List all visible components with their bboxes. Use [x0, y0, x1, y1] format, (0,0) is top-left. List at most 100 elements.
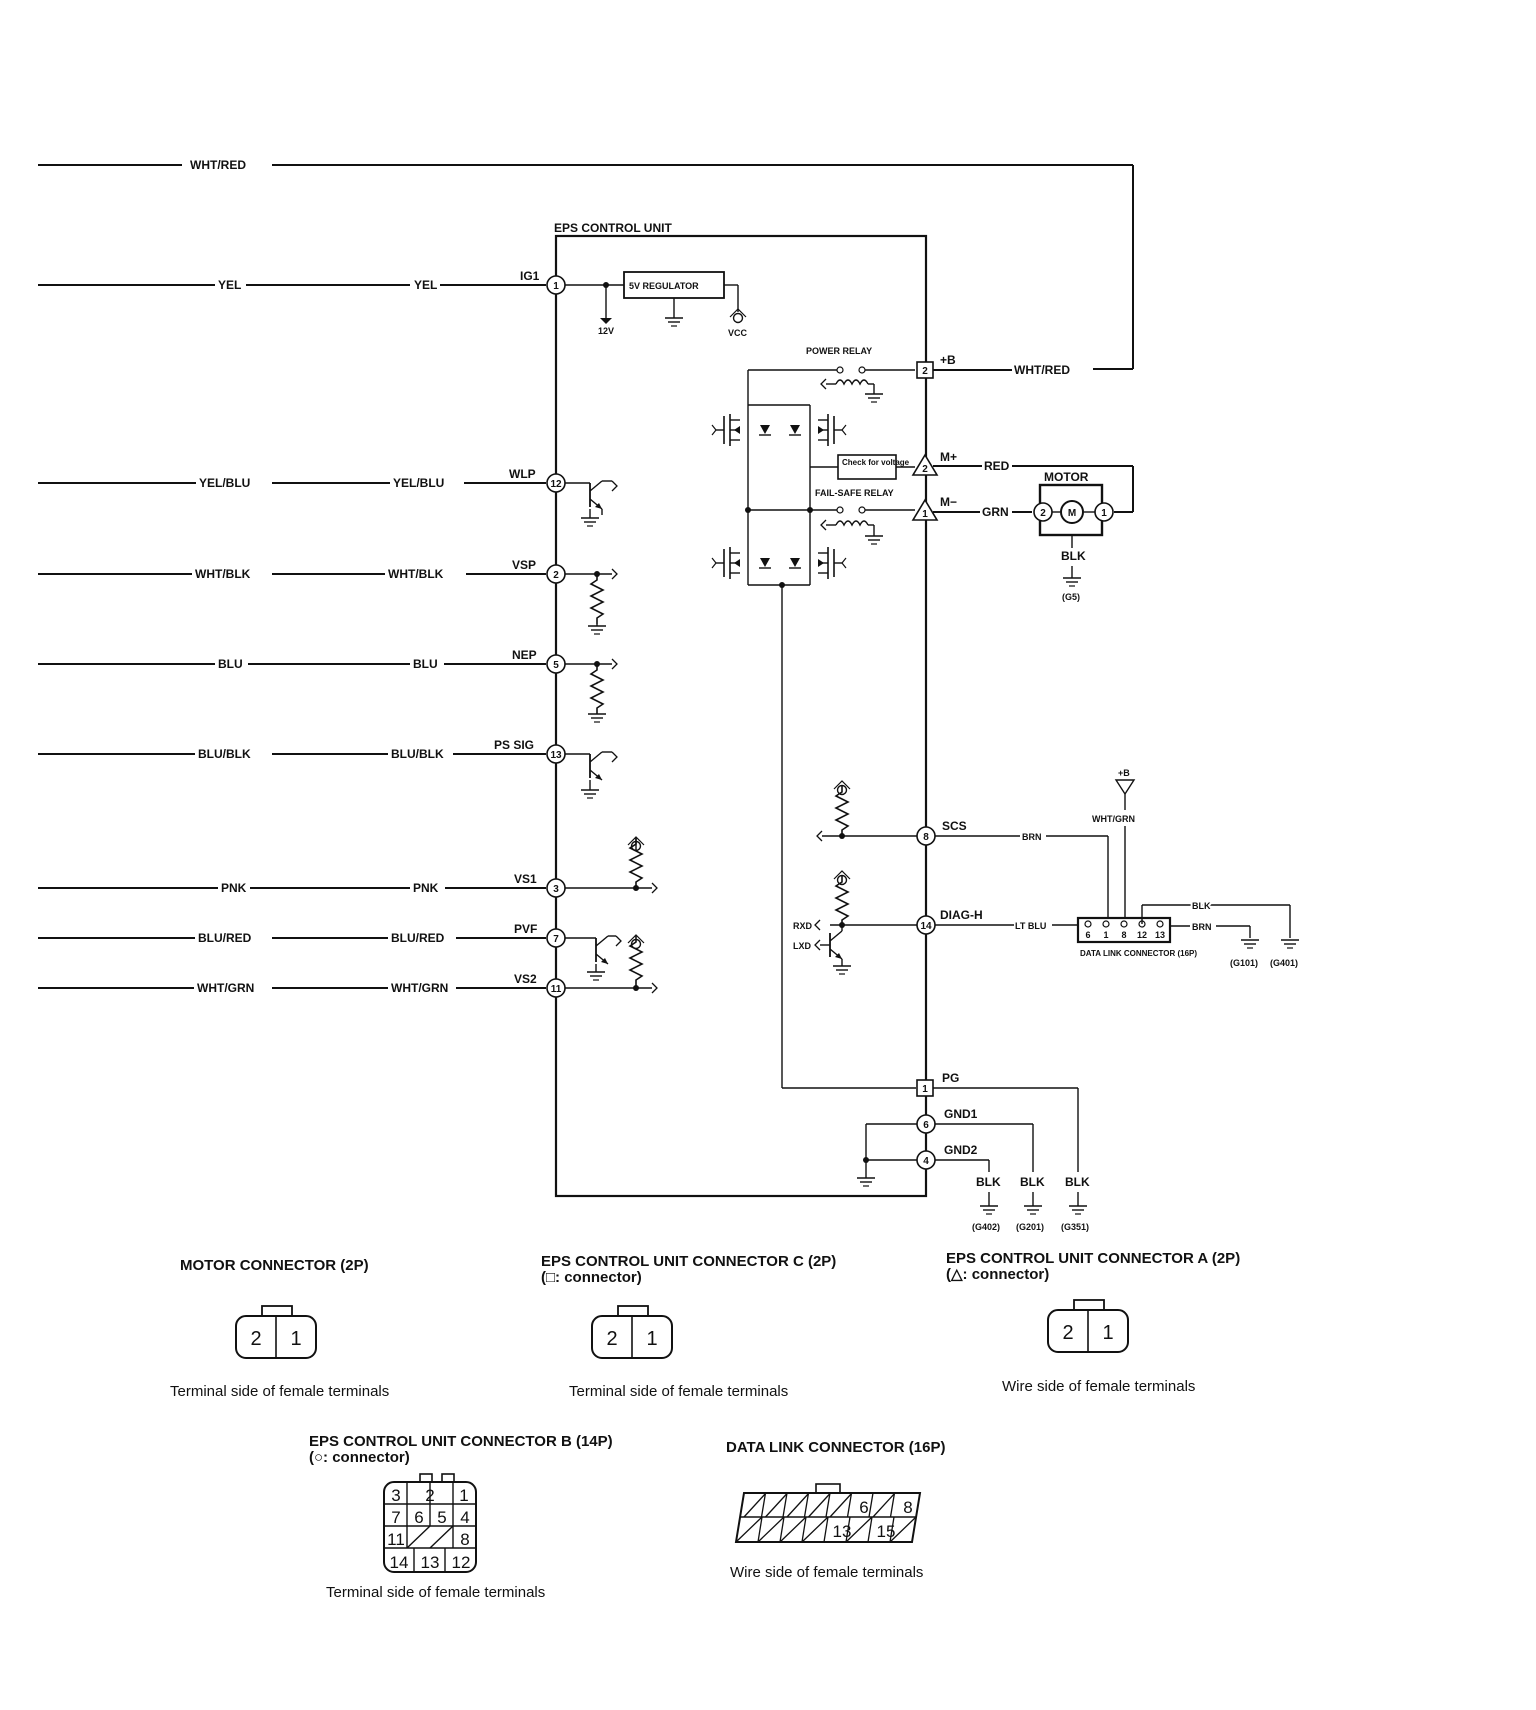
dlc-cell-hatch — [743, 1492, 767, 1518]
dlc-pin-dot — [1102, 920, 1110, 928]
wire-label-top-wht-red: WHT/RED — [190, 158, 246, 172]
wire-yel-blu-right: YEL/BLU — [393, 476, 444, 490]
motor-conn-pin-1: 1 — [290, 1328, 301, 1350]
term-gnd1: GND1 — [944, 1107, 978, 1121]
dlc-cell-divider — [846, 1492, 853, 1518]
dlc-pin-label: 13 — [1155, 930, 1165, 940]
h-bridge: POWER RELAY Check for voltage FAIL-SAFE … — [711, 346, 916, 1089]
dlc-supply: +B — [1118, 768, 1130, 778]
check-voltage-label: Check for voltage — [842, 458, 910, 467]
motor-pin-right: 1 — [1101, 508, 1107, 519]
wire-pnk-right: PNK — [413, 881, 439, 895]
ground-g351: (G351) — [1061, 1222, 1089, 1232]
wire-yel-blu-left: YEL/BLU — [199, 476, 250, 490]
connector-b-caption: Terminal side of female terminals — [326, 1584, 545, 1601]
term-gnd2: GND2 — [944, 1143, 978, 1157]
ground-g101: (G101) — [1230, 958, 1258, 968]
label-lxd: LXD — [793, 941, 812, 951]
dlc-cell-hatch — [829, 1492, 853, 1518]
connector-b-view: EPS CONTROL UNIT CONNECTOR B (14P) (○: c… — [309, 1433, 613, 1601]
motor-gnd-wire: BLK — [1061, 549, 1086, 563]
wire-blu-blk-left: BLU/BLK — [198, 747, 251, 761]
term-plusb: +B — [940, 353, 956, 367]
failsafe-relay-label: FAIL-SAFE RELAY — [815, 488, 894, 498]
motor-label: MOTOR — [1044, 470, 1089, 484]
pin-ig1: 1 — [553, 281, 559, 292]
wire-plusb: WHT/RED — [1014, 363, 1070, 377]
dlc-supply-wire: WHT/GRN — [1092, 814, 1135, 824]
dlc-cell-hatch — [889, 1516, 917, 1543]
term-wlp: WLP — [509, 467, 536, 481]
unit-title: EPS CONTROL UNIT — [554, 221, 672, 235]
dlc-pin-dot — [1120, 920, 1128, 928]
pin-scs: 8 — [923, 832, 929, 843]
conn-b-pin-14: 14 — [390, 1553, 409, 1572]
dlc-cell-divider — [760, 1492, 767, 1518]
dlc-cell-hatch — [808, 1492, 831, 1518]
connector-a-pin-2: 2 — [1062, 1322, 1073, 1344]
right-terminals: 2 +B WHT/RED 2 M+ RED 1 M− GRN 8 SCS BRN… — [793, 353, 1134, 1187]
term-mminus: M− — [940, 495, 957, 509]
wire-blu-left: BLU — [218, 657, 243, 671]
motor: MOTOR 2 1 M BLK (G5) — [1033, 470, 1114, 602]
dlc-conn-pin-13: 13 — [833, 1522, 852, 1541]
pin-gnd2: 4 — [923, 1156, 929, 1167]
wire-diag: LT BLU — [1015, 921, 1046, 931]
wire-wht-blk-right: WHT/BLK — [388, 567, 444, 581]
wire-motor-minus: GRN — [982, 505, 1009, 519]
dlc-pin-label: 8 — [1121, 930, 1126, 940]
dlc-cell-divider — [889, 1492, 896, 1518]
pin-diagh: 14 — [920, 921, 932, 932]
connector-b-subtitle: (○: connector) — [309, 1449, 410, 1466]
conn-b-pin-5: 5 — [437, 1508, 446, 1527]
regulator-label: 5V REGULATOR — [629, 281, 699, 291]
term-diagh: DIAG-H — [940, 908, 983, 922]
ground-g201: (G201) — [1016, 1222, 1044, 1232]
term-nep: NEP — [512, 648, 537, 662]
dlc-cell-divider — [823, 1516, 829, 1543]
wire-blu-red-left: BLU/RED — [198, 931, 252, 945]
conn-b-pin-8: 8 — [460, 1530, 469, 1549]
label-rxd: RXD — [793, 921, 813, 931]
bottom-grounds: BLK (G402) BLK (G201) BLK (G351) — [972, 1175, 1090, 1232]
connector-a-pin-1: 1 — [1102, 1322, 1113, 1344]
motor-conn-pin-2: 2 — [250, 1328, 261, 1350]
pin-pssig: 13 — [550, 750, 562, 761]
term-vs2: VS2 — [514, 972, 537, 986]
connector-c-pin-1: 1 — [646, 1328, 657, 1350]
dlc-connector-title: DATA LINK CONNECTOR (16P) — [726, 1439, 945, 1456]
term-vsp: VSP — [512, 558, 536, 572]
gnd-blk-2: BLK — [1020, 1175, 1045, 1189]
term-pg: PG — [942, 1071, 959, 1085]
conn-b-pin-6: 6 — [414, 1508, 423, 1527]
conn-b-pin-2: 2 — [425, 1486, 434, 1505]
connector-a-title: EPS CONTROL UNIT CONNECTOR A (2P) — [946, 1250, 1240, 1267]
connector-c-pin-2: 2 — [606, 1328, 617, 1350]
conn-b-pin-13: 13 — [421, 1553, 440, 1572]
pin-pvf: 7 — [553, 934, 559, 945]
dlc-pin-label: 1 — [1103, 930, 1108, 940]
wire-pnk-left: PNK — [221, 881, 247, 895]
pin-pg: 1 — [922, 1084, 928, 1095]
pin-gnd1: 6 — [923, 1120, 929, 1131]
motor-connector-title: MOTOR CONNECTOR (2P) — [180, 1257, 369, 1274]
dlc-cell-hatch — [735, 1516, 763, 1543]
dlc-label: DATA LINK CONNECTOR (16P) — [1080, 949, 1197, 958]
dlc-cell-hatch — [845, 1516, 873, 1543]
dlc-cell-hatch — [757, 1516, 785, 1543]
ground-g401: (G401) — [1270, 958, 1298, 968]
connector-a-caption: Wire side of female terminals — [1002, 1378, 1195, 1395]
term-vs1: VS1 — [514, 872, 537, 886]
dlc-pin-dot — [1156, 920, 1164, 928]
dlc-cell-divider — [845, 1516, 851, 1543]
term-pssig: PS SIG — [494, 738, 534, 752]
label-vcc: VCC — [728, 328, 748, 338]
term-pvf: PVF — [514, 922, 537, 936]
dlc-cell-divider — [867, 1516, 873, 1543]
pin-vsp: 2 — [553, 570, 559, 581]
connector-c-caption: Terminal side of female terminals — [569, 1383, 788, 1400]
dlc-cell-divider — [782, 1492, 788, 1518]
dlc-cell-hatch — [765, 1492, 788, 1518]
term-scs: SCS — [942, 819, 967, 833]
